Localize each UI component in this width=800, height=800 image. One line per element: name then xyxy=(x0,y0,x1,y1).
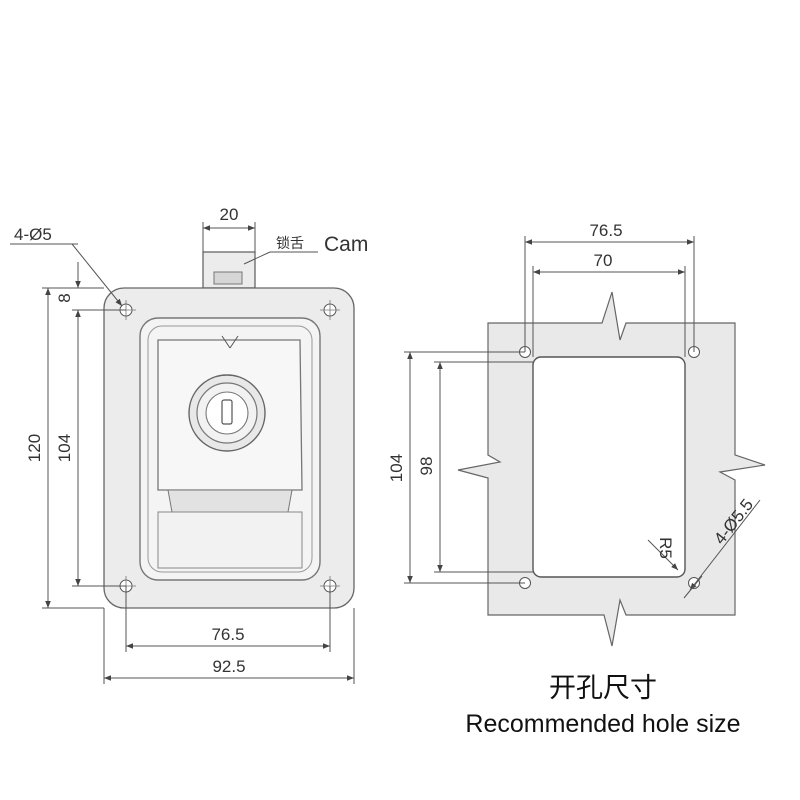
inner-width-label: 70 xyxy=(594,251,613,270)
hole-height-label: 104 xyxy=(55,434,74,462)
cam-label-en: Cam xyxy=(324,233,368,256)
cutout-opening xyxy=(532,356,686,578)
overall-width-label: 92.5 xyxy=(212,657,245,676)
outer-height-label: 104 xyxy=(387,454,406,482)
hole-width-label: 76.5 xyxy=(211,625,244,644)
keyhole-icon xyxy=(221,399,233,425)
caption-cn: 开孔尺寸 xyxy=(549,673,657,704)
inner-height-label: 98 xyxy=(417,457,436,476)
latch-front-view: 20 锁舌 Cam 4-Ø5 120 104 8 76.5 92.5 xyxy=(10,205,368,684)
top-offset-label: 8 xyxy=(55,293,74,302)
overall-height-label: 120 xyxy=(25,434,44,462)
caption-en: Recommended hole size xyxy=(465,710,740,738)
cam-width-label: 20 xyxy=(220,205,239,224)
holes-callout: 4-Ø5 xyxy=(14,225,52,244)
outer-width-label: 76.5 xyxy=(589,221,622,240)
cam-label-cn: 锁舌 xyxy=(276,236,304,252)
cutout-view: 76.5 70 104 98 R5 4-Ø5.5 xyxy=(387,221,766,647)
corner-radius-label: R5 xyxy=(656,537,675,559)
